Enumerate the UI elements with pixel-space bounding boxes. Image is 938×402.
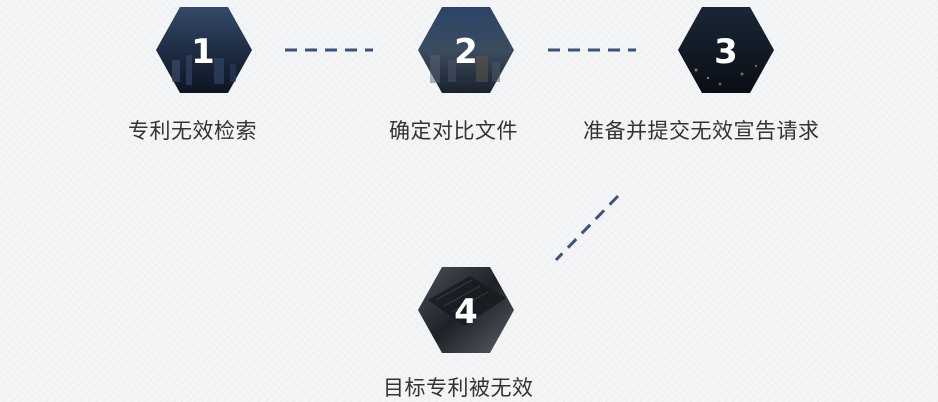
- step-2-number: 2: [454, 32, 478, 72]
- step-3-number: 3: [714, 32, 738, 72]
- step-3-node: 3: [678, 7, 774, 93]
- step-4-number: 4: [454, 292, 478, 332]
- step-3-hexagon: [678, 7, 774, 93]
- step-2-hexagon: [418, 7, 514, 93]
- step-2-label: 确定对比文件: [389, 119, 518, 143]
- step-4-label: 目标专利被无效: [383, 376, 534, 400]
- connector-3-4: [554, 194, 620, 262]
- step-1-node: 1: [156, 7, 252, 93]
- step-1-number: 1: [191, 32, 215, 72]
- step-2-node: 2: [418, 7, 514, 93]
- step-4-node: 4: [418, 267, 514, 353]
- step-1-label: 专利无效检索: [128, 119, 257, 143]
- step-3-label: 准备并提交无效宣告请求: [583, 119, 820, 143]
